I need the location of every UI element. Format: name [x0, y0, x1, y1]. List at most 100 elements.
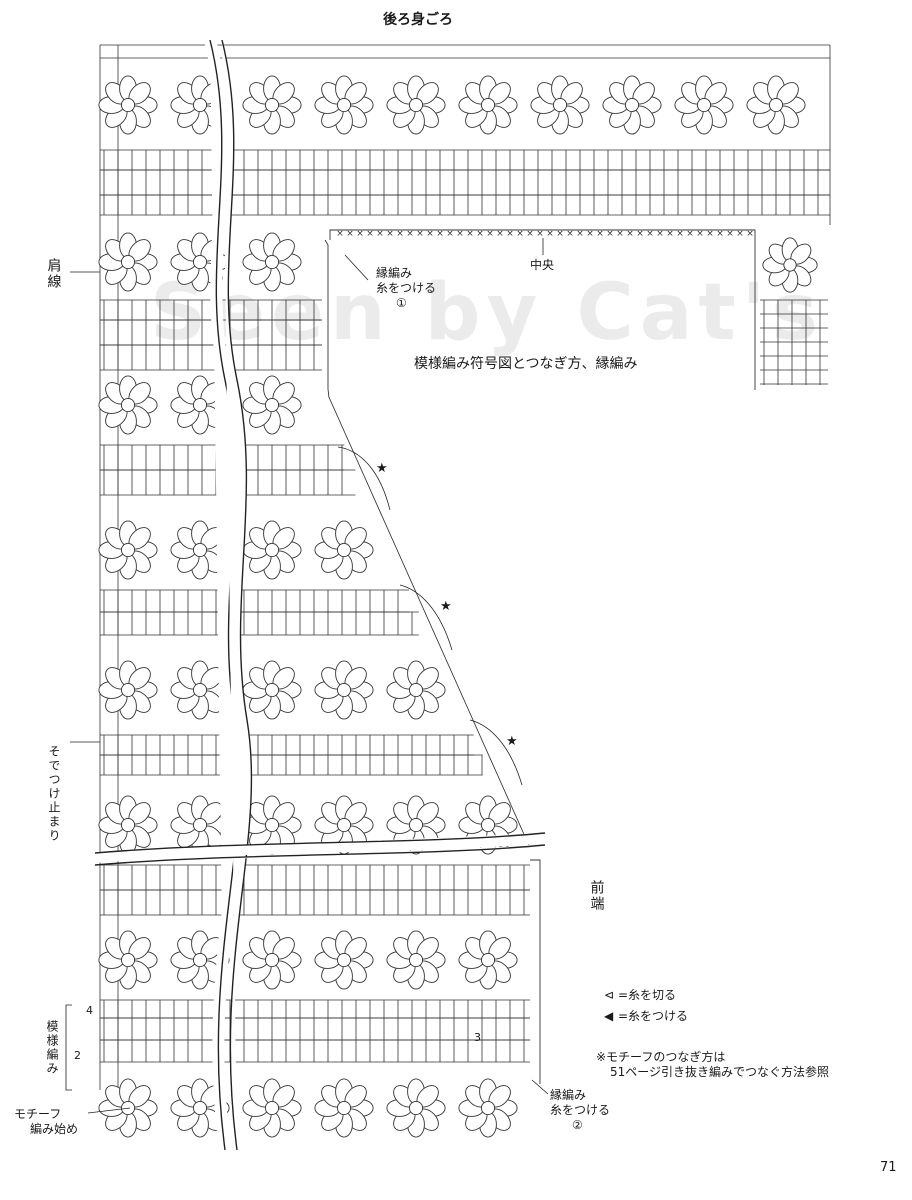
star-icon: ★	[376, 461, 388, 476]
row-number-2: 2	[74, 1049, 81, 1062]
motif-center	[768, 97, 784, 113]
flower-motif	[314, 520, 374, 580]
motif-center	[192, 682, 208, 698]
flower-motif	[242, 930, 302, 990]
horizontal-break-mask	[94, 833, 546, 863]
motif-join-note: ※モチーフのつなぎ方は 51ページ引き抜き編みでつなぐ方法参照	[596, 1050, 829, 1080]
motif-center	[264, 254, 280, 270]
edging-cross: ×	[676, 229, 684, 239]
edging-attach-2-line1: 縁編み	[550, 1088, 587, 1102]
edging-cross: ×	[716, 229, 724, 239]
edging-cross: ×	[416, 229, 424, 239]
flower-motif	[242, 375, 302, 435]
flower-motifs	[98, 75, 818, 1138]
motif-center	[336, 817, 352, 833]
chart-title: 後ろ身ごろ	[383, 12, 453, 28]
flower-motif	[242, 232, 302, 292]
edging-cross: ×	[586, 229, 594, 239]
edging-cross: ×	[616, 229, 624, 239]
edging-cross: ×	[346, 229, 354, 239]
shoulder-line-label: 肩線	[45, 258, 62, 290]
edging-cross: ×	[426, 229, 434, 239]
flower-motif	[674, 75, 734, 135]
marker-2: ②	[572, 1118, 583, 1132]
flower-motif	[242, 75, 302, 135]
flower-motif	[98, 232, 158, 292]
motif-center	[192, 817, 208, 833]
flower-motif	[314, 75, 374, 135]
attach-1-leader	[344, 254, 369, 281]
edging-cross: ×	[486, 229, 494, 239]
edging-cross: ×	[726, 229, 734, 239]
motif-center	[480, 817, 496, 833]
motif-center	[408, 1100, 424, 1116]
marker-1: ①	[396, 296, 407, 310]
motif-start-line2: 編み始め	[30, 1122, 79, 1136]
legend-attach-text: =糸をつける	[618, 1009, 689, 1023]
edging-cross: ×	[456, 229, 464, 239]
edging-cross: ×	[386, 229, 394, 239]
star-bracket	[469, 719, 523, 786]
flower-motif	[386, 75, 446, 135]
edging-cross: ×	[496, 229, 504, 239]
edging-cross: ×	[436, 229, 444, 239]
flower-motif	[314, 930, 374, 990]
vertical-break-line	[221, 39, 253, 1151]
break-lines	[94, 38, 546, 1151]
motif-join-note-line1: ※モチーフのつなぎ方は	[596, 1050, 726, 1064]
front-edge-label: 前端	[588, 880, 605, 912]
edging-cross: ×	[666, 229, 674, 239]
front-edging	[530, 859, 541, 1084]
neck-edging	[329, 229, 756, 390]
motif-center	[264, 952, 280, 968]
legend-cut-text: =糸を切る	[618, 988, 677, 1002]
horizontal-break-line	[94, 832, 546, 854]
motif-center	[264, 397, 280, 413]
edging-attach-2-line2: 糸をつける	[550, 1103, 611, 1117]
motif-center	[336, 682, 352, 698]
edging-attach-1-line1: 縁編み	[376, 266, 413, 280]
motif-center	[264, 542, 280, 558]
edging-attach-1-label: 縁編み 糸をつける ①	[376, 266, 436, 311]
motif-join-note-line2: 51ページ引き抜き編みでつなぐ方法参照	[610, 1065, 830, 1079]
center-label: 中央	[530, 258, 555, 272]
flower-motif	[98, 520, 158, 580]
flower-motif	[170, 795, 230, 855]
legend-attach: ◀=糸をつける	[604, 1009, 688, 1024]
motif-center	[552, 97, 568, 113]
edging-cross: ×	[636, 229, 644, 239]
flower-motif	[602, 75, 662, 135]
edging-cross: ×	[576, 229, 584, 239]
edging-cross: ×	[546, 229, 554, 239]
edging-cross: ×	[556, 229, 564, 239]
motif-center	[120, 97, 136, 113]
edging-cross: ×	[606, 229, 614, 239]
edging-cross: ×	[366, 229, 374, 239]
flower-motif	[242, 1078, 302, 1138]
row-number-4: 4	[86, 1004, 93, 1017]
edging-cross: ×	[506, 229, 514, 239]
motif-start-leader	[87, 1107, 131, 1114]
motif-center	[264, 817, 280, 833]
pattern-stitch-label: 模様編み	[45, 1020, 59, 1076]
star-bracket	[337, 446, 391, 511]
motif-center	[480, 97, 496, 113]
edging-cross: ×	[696, 229, 704, 239]
motif-start-line1: モチーフ	[14, 1107, 62, 1121]
flower-motif	[746, 75, 806, 135]
motif-center	[336, 952, 352, 968]
flower-motif	[314, 1078, 374, 1138]
motif-center	[336, 542, 352, 558]
star-icon: ★	[506, 734, 518, 749]
edging-cross: ×	[536, 229, 544, 239]
flower-motif	[98, 75, 158, 135]
flower-motif	[170, 930, 230, 990]
diagonal-edging	[324, 239, 530, 846]
motif-center	[264, 682, 280, 698]
edging-cross: ×	[646, 229, 654, 239]
flower-motif	[242, 520, 302, 580]
cut-yarn-symbol-icon: ⊲	[604, 988, 615, 1002]
flower-motif	[170, 1078, 230, 1138]
horizontal-break-line	[94, 844, 546, 866]
